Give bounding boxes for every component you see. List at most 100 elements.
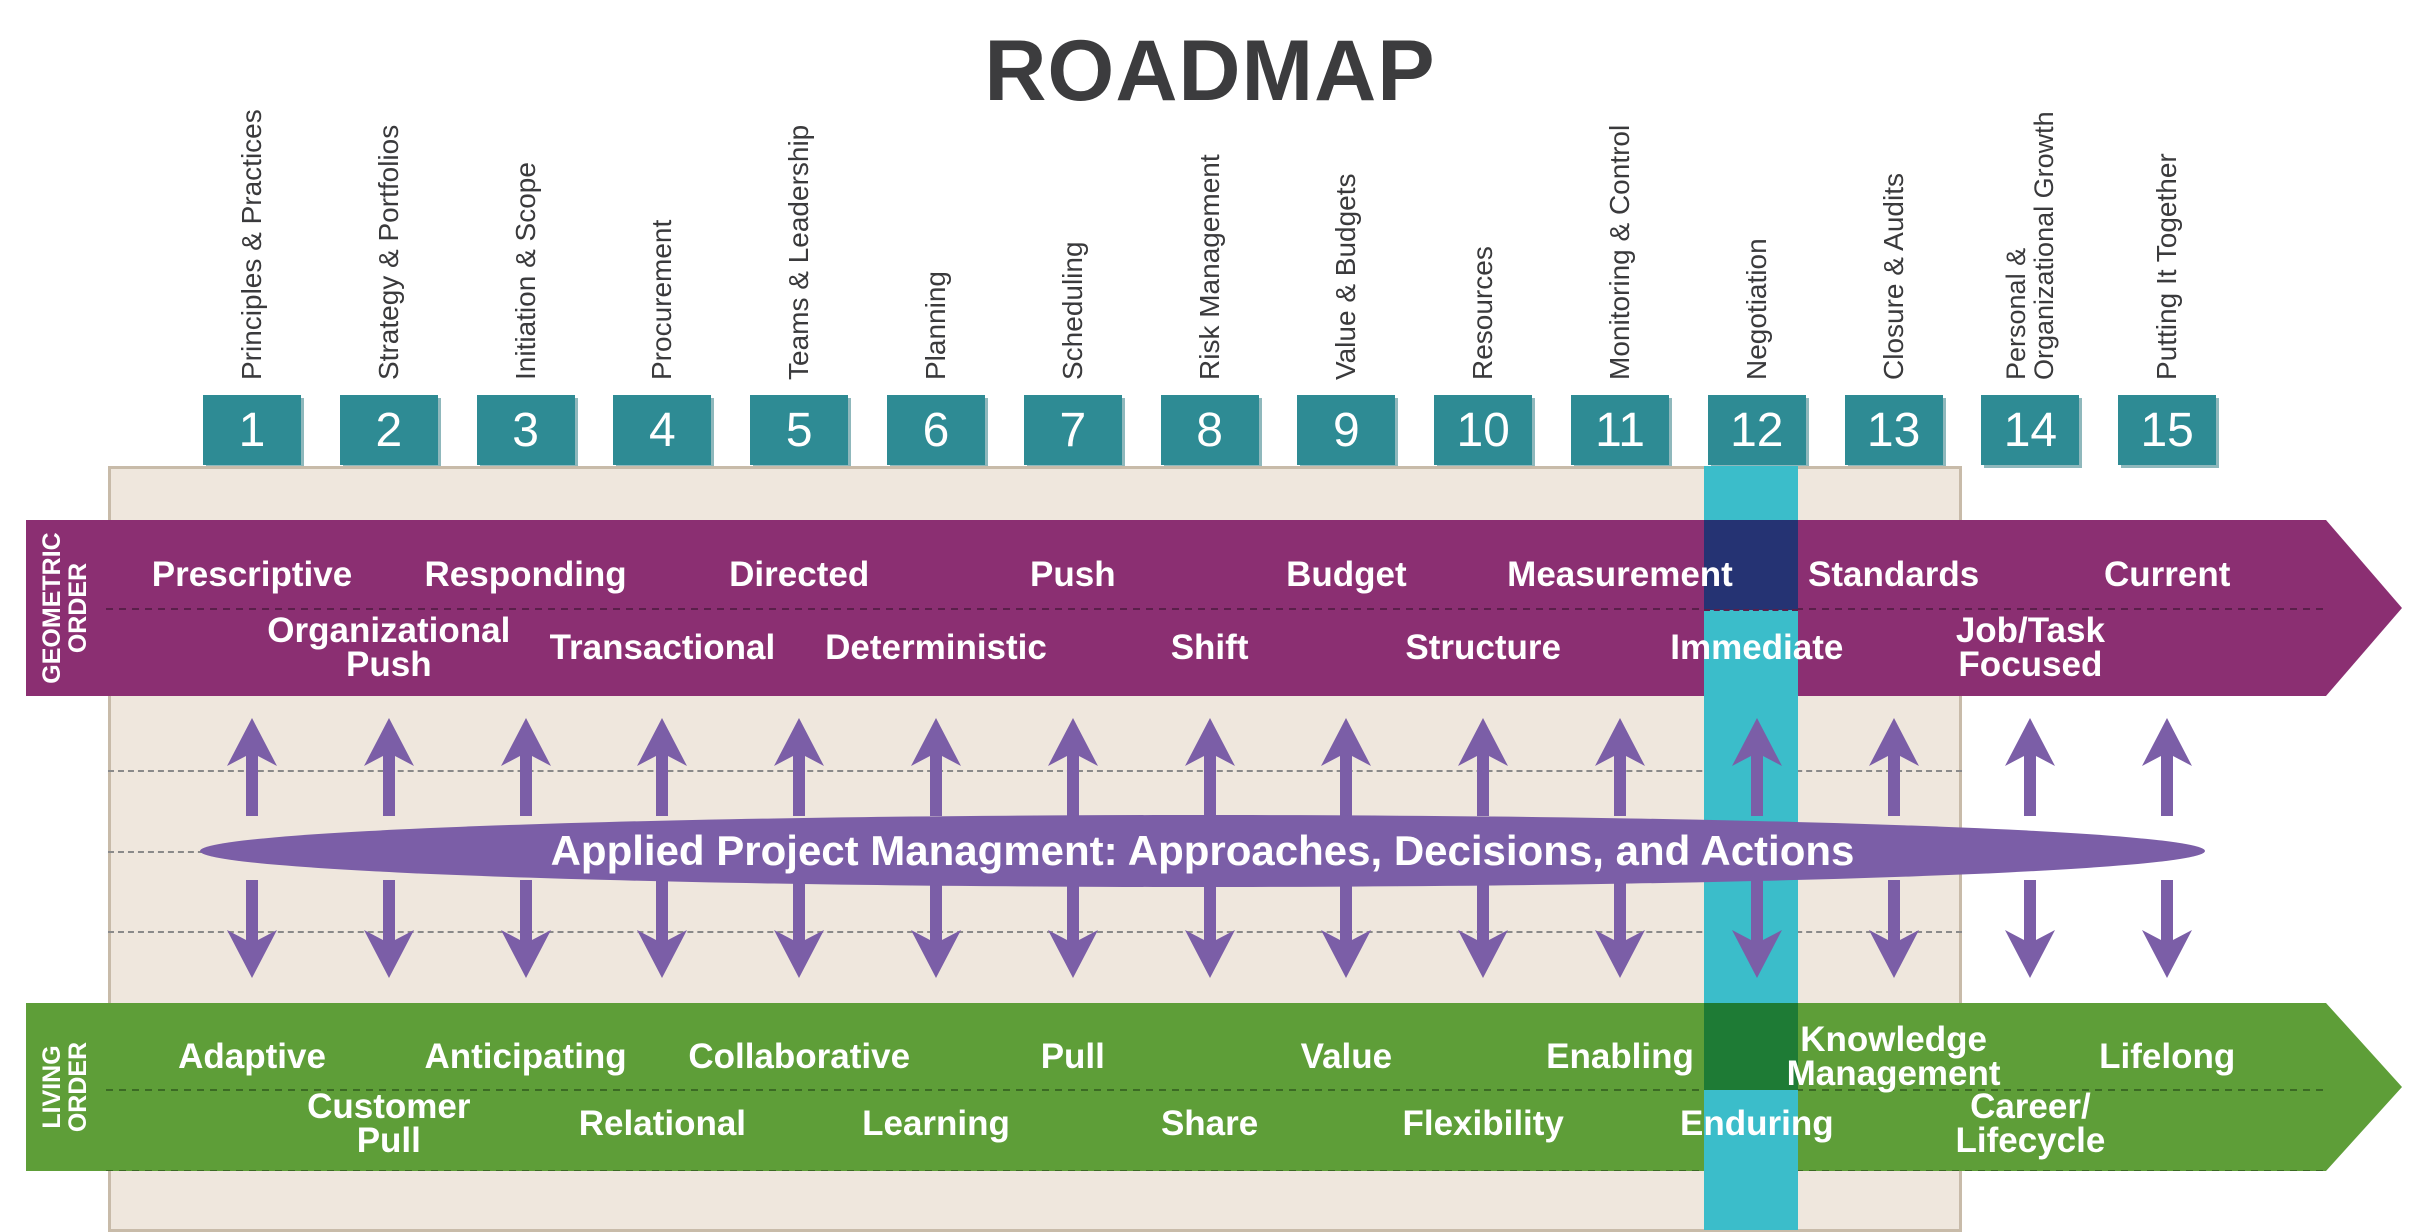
- arrow-down-icon: [2005, 880, 2056, 978]
- living-word: Collaborative: [688, 1037, 911, 1076]
- arrow-up-icon: [1321, 718, 1372, 816]
- arrow-up-icon: [1458, 718, 1509, 816]
- arrow-up-icon: [1731, 718, 1782, 816]
- living-word: Lifelong: [2099, 1037, 2236, 1076]
- arrow-down-icon: [1458, 880, 1509, 978]
- living-word: Relational: [578, 1104, 747, 1143]
- topic-label: Risk Management: [1193, 154, 1225, 380]
- topic-label: Putting It Together: [2151, 153, 2183, 380]
- living-band-shape: [26, 1003, 2402, 1171]
- highlight-geometric-row-1: [1704, 520, 1798, 610]
- arrow-down-icon: [227, 880, 277, 978]
- arrow-up-icon: [1047, 718, 1098, 816]
- topic-number-tab: 4: [613, 395, 712, 465]
- topic-label: Value & Budgets: [1330, 173, 1362, 380]
- arrow-down-icon: [1047, 880, 1098, 978]
- topic-number-tab: 12: [1707, 395, 1806, 465]
- highlight-living-row-1: [1704, 1003, 1798, 1090]
- living-word: Share: [1160, 1104, 1259, 1143]
- topic-label: Planning: [920, 271, 951, 380]
- topic-label: Initiation & Scope: [509, 162, 541, 380]
- topic-number-tab: 9: [1297, 395, 1396, 465]
- geometric-word: Immediate: [1670, 628, 1844, 667]
- arrow-down-icon: [1321, 880, 1372, 978]
- arrow-down-icon: [2142, 880, 2193, 978]
- living-order-band: [26, 1003, 2420, 1171]
- applied-pm-caption: Applied Project Managment: Approaches, D…: [550, 827, 1855, 874]
- applied-pm-ellipse: [200, 815, 2205, 887]
- arrow-down-icon: [1868, 880, 1919, 978]
- topic-label: Closure & Audits: [1877, 173, 1909, 380]
- topic-label: Scheduling: [1056, 241, 1088, 380]
- arrow-up-icon: [500, 718, 551, 816]
- arrow-down-icon: [1595, 880, 1645, 978]
- topic-label: Negotiation: [1740, 238, 1772, 380]
- geometric-word: Directed: [729, 555, 870, 594]
- topic-number-tab: 14: [1981, 395, 2080, 465]
- arrow-down-icon: [1184, 880, 1235, 978]
- topic-label: Principles & Practices: [236, 109, 267, 380]
- geometric-word: Structure: [1405, 628, 1561, 667]
- living-word: Anticipating: [424, 1037, 627, 1076]
- geometric-word: Transactional: [549, 628, 776, 667]
- topic-number-tab: 6: [887, 395, 985, 465]
- arrow-down-icon: [774, 880, 825, 978]
- geometric-word: Responding: [424, 555, 627, 594]
- geometric-word: Shift: [1170, 628, 1249, 667]
- arrow-down-icon: [1731, 880, 1782, 978]
- arrow-up-icon: [227, 718, 277, 816]
- geometric-word: Budget: [1286, 555, 1407, 594]
- arrow-up-icon: [1595, 718, 1645, 816]
- arrow-down-icon: [911, 880, 961, 978]
- topic-number-tab: 7: [1023, 395, 1122, 465]
- topic-number-tab: 8: [1160, 395, 1259, 465]
- arrow-up-icon: [911, 718, 961, 816]
- geometric-word: Prescriptive: [151, 555, 353, 594]
- topic-label: Personal &Organizational Growth: [2001, 111, 2060, 380]
- living-word: Enabling: [1546, 1037, 1694, 1076]
- topic-label: Procurement: [646, 219, 678, 380]
- topic-label: Monitoring & Control: [1604, 124, 1635, 380]
- living-word: Enduring: [1680, 1104, 1834, 1143]
- arrow-up-icon: [2005, 718, 2056, 816]
- living-word: Pull: [1040, 1037, 1105, 1076]
- arrow-up-icon: [363, 718, 414, 816]
- arrow-up-icon: [637, 718, 688, 816]
- living-word: Flexibility: [1402, 1104, 1564, 1143]
- topic-label: Teams & Leadership: [783, 124, 815, 380]
- topic-label: Strategy & Portfolios: [372, 124, 404, 380]
- topic-number-tab: 3: [476, 395, 575, 465]
- topic-number-tab: 1: [203, 395, 301, 465]
- living-word: Career/Lifecycle: [1955, 1087, 2106, 1160]
- living-word: Learning: [862, 1104, 1010, 1143]
- geometric-word: Push: [1030, 555, 1116, 594]
- arrow-up-icon: [774, 718, 825, 816]
- arrow-down-icon: [637, 880, 688, 978]
- topic-number-tab: 11: [1571, 395, 1669, 465]
- living-word: Adaptive: [178, 1037, 326, 1076]
- arrow-up-icon: [1868, 718, 1919, 816]
- arrow-down-icon: [363, 880, 414, 978]
- geometric-word: Measurement: [1507, 555, 1733, 594]
- geometric-word: Deterministic: [825, 628, 1047, 667]
- dashed-guide-line: [108, 770, 1962, 772]
- topic-number-tab: 13: [1844, 395, 1943, 465]
- roadmap-title: ROADMAP: [984, 23, 1436, 119]
- topic-number-tab: 2: [339, 395, 438, 465]
- arrow-down-icon: [500, 880, 551, 978]
- geometric-word: Current: [2103, 555, 2231, 594]
- topic-number-tab: 10: [1434, 395, 1533, 465]
- living-word: Value: [1300, 1037, 1393, 1076]
- topic-number-tab: 5: [750, 395, 849, 465]
- geometric-word: Standards: [1808, 555, 1980, 594]
- arrow-up-icon: [2142, 718, 2193, 816]
- topic-number-tab: 15: [2118, 395, 2217, 465]
- topic-label: Resources: [1467, 246, 1499, 380]
- geometric-order-band: [26, 520, 2420, 696]
